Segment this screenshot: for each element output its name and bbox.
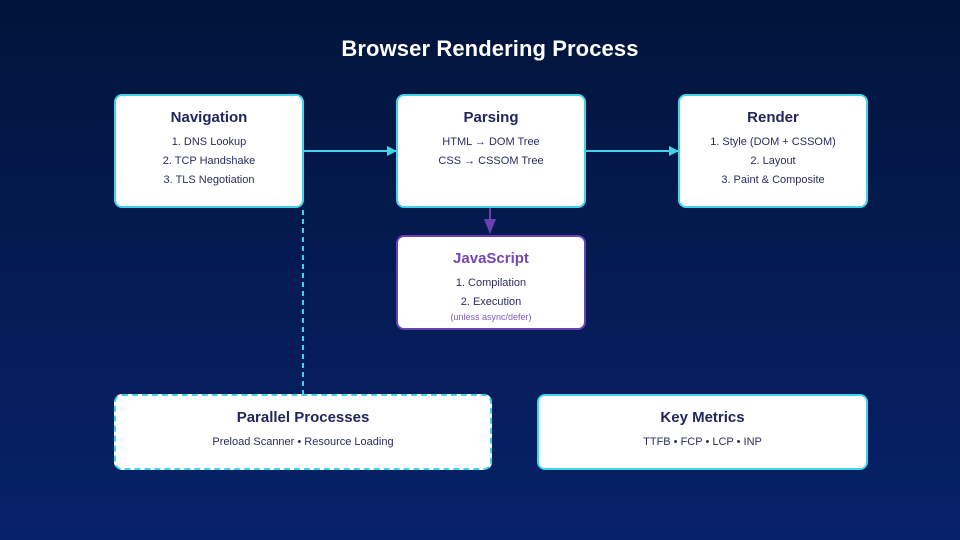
node-item: 2. Layout <box>750 155 796 167</box>
node-title: Navigation <box>170 109 248 126</box>
node-item: 3. Paint & Composite <box>721 174 825 186</box>
node-javascript[interactable]: JavaScript 1. Compilation 2. Execution (… <box>396 235 586 330</box>
node-title: Parsing <box>463 109 519 126</box>
node-title: JavaScript <box>453 250 529 267</box>
node-note: (unless async/defer) <box>450 312 532 322</box>
node-item: HTML → DOM Tree <box>442 136 540 148</box>
arrowhead-javascript <box>484 219 496 234</box>
node-subtitle: TTFB • FCP • LCP • INP <box>643 436 762 448</box>
node-item: 1. DNS Lookup <box>171 136 247 148</box>
node-render[interactable]: Render 1. Style (DOM + CSSOM) 2. Layout … <box>678 94 868 208</box>
node-parsing[interactable]: Parsing HTML → DOM Tree CSS → CSSOM Tree <box>396 94 586 208</box>
node-item: CSS → CSSOM Tree <box>438 155 544 167</box>
node-item: 1. Style (DOM + CSSOM) <box>710 136 836 148</box>
node-item: 2. TCP Handshake <box>162 155 256 167</box>
node-item: 3. TLS Negotiation <box>163 174 255 186</box>
node-key-metrics[interactable]: Key Metrics TTFB • FCP • LCP • INP <box>537 394 868 470</box>
node-title: Parallel Processes <box>236 409 370 426</box>
diagram-title: Browser Rendering Process <box>341 36 639 61</box>
node-subtitle: Preload Scanner • Resource Loading <box>212 436 394 448</box>
node-title: Render <box>747 109 799 126</box>
node-parallel-processes[interactable]: Parallel Processes Preload Scanner • Res… <box>114 394 492 470</box>
node-item: 1. Compilation <box>455 277 527 289</box>
node-navigation[interactable]: Navigation 1. DNS Lookup 2. TCP Handshak… <box>114 94 304 208</box>
node-item: 2. Execution <box>460 296 522 308</box>
node-title: Key Metrics <box>660 409 745 426</box>
